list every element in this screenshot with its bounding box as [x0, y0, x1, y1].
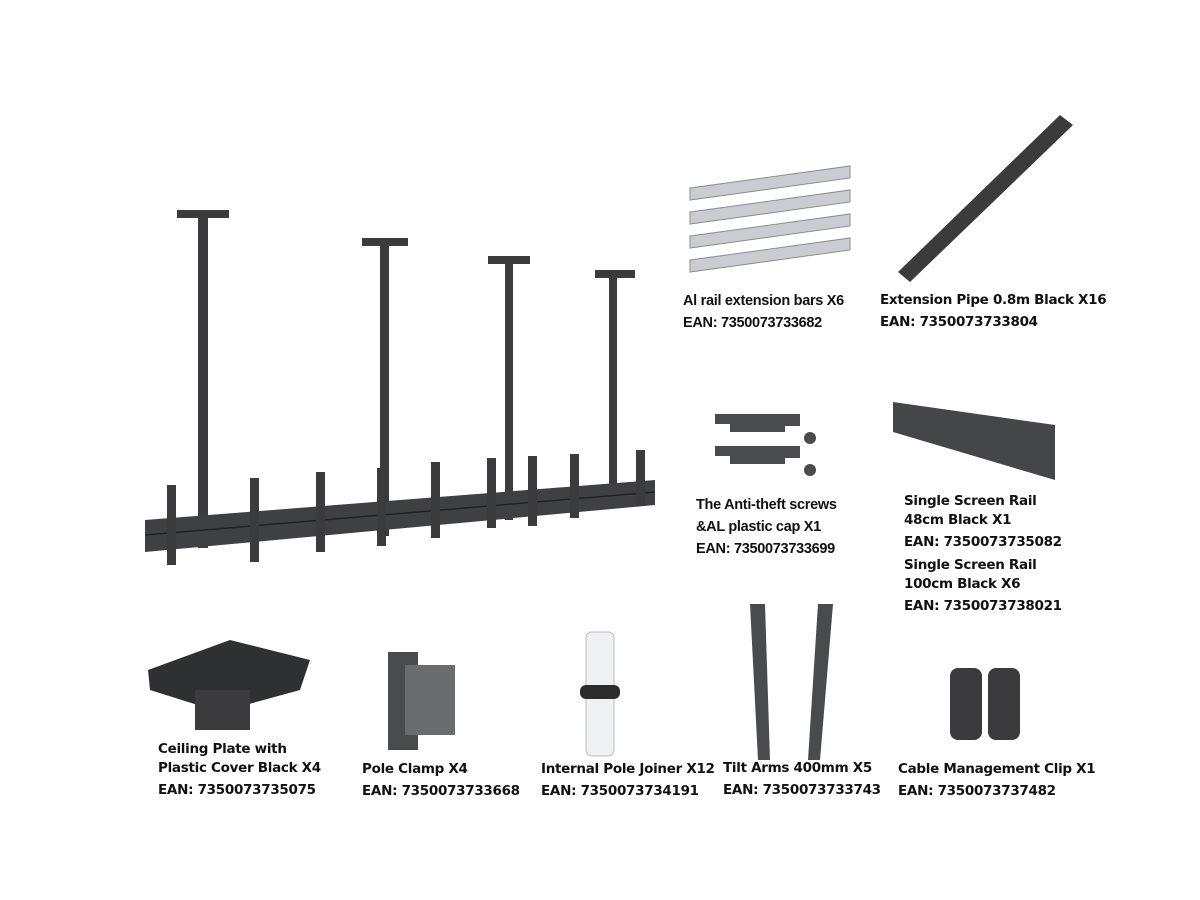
part-name-line: Single Screen Rail [904, 557, 1037, 573]
part-ean: EAN: 7350073735082 [904, 534, 1062, 550]
anti-theft-image [715, 414, 816, 476]
pole-clamp-image [388, 652, 455, 750]
screen-rail-image [893, 402, 1055, 480]
part-ean: EAN: 7350073733682 [683, 315, 822, 331]
ceiling-plate-image [148, 640, 310, 730]
part-ean: EAN: 7350073735075 [158, 782, 316, 798]
screen-rail [145, 480, 655, 552]
part-name-line: 100cm Black X6 [904, 576, 1021, 592]
part-name: Pole Clamp X4 [362, 761, 468, 777]
part-ean: EAN: 7350073737482 [898, 783, 1056, 799]
part-ean: EAN: 7350073733743 [723, 782, 881, 798]
cable-clip-image [950, 668, 1020, 740]
label-rail-48: Single Screen Rail 48cm Black X1 EAN: 73… [904, 492, 1062, 552]
part-name-line: &AL plastic cap X1 [696, 519, 821, 535]
ceiling-poles [177, 210, 635, 548]
part-ean: EAN: 7350073733699 [696, 541, 835, 557]
extension-pipe-image [898, 115, 1073, 282]
label-pole-clamp: Pole Clamp X4 EAN: 7350073733668 [362, 758, 520, 802]
assembled-mount-image [144, 210, 656, 565]
al-rail-image [689, 165, 851, 273]
label-ext-pipe: Extension Pipe 0.8m Black X16 EAN: 73500… [880, 289, 1107, 333]
label-ceiling-plate: Ceiling Plate with Plastic Cover Black X… [158, 740, 321, 800]
tilt-arms-mounted [167, 450, 645, 565]
part-ean: EAN: 7350073738021 [904, 598, 1062, 614]
label-rail-100: Single Screen Rail 100cm Black X6 EAN: 7… [904, 556, 1062, 616]
part-name-line: Ceiling Plate with [158, 741, 287, 757]
label-pole-joiner: Internal Pole Joiner X12 EAN: 7350073734… [541, 758, 715, 802]
label-al-rail: Al rail extension bars X6 EAN: 735007373… [683, 290, 844, 334]
part-ean: EAN: 7350073734191 [541, 783, 699, 799]
part-name: Extension Pipe 0.8m Black X16 [880, 292, 1107, 308]
part-name: Al rail extension bars X6 [683, 293, 844, 309]
part-ean: EAN: 7350073733804 [880, 314, 1038, 330]
part-ean: EAN: 7350073733668 [362, 783, 520, 799]
part-name-line: 48cm Black X1 [904, 512, 1012, 528]
label-anti-theft: The Anti-theft screws &AL plastic cap X1… [696, 494, 837, 560]
part-name: Tilt Arms 400mm X5 [723, 760, 872, 776]
part-name: Internal Pole Joiner X12 [541, 761, 715, 777]
pole-joiner-image [580, 631, 620, 757]
part-name-line: Single Screen Rail [904, 493, 1037, 509]
label-tilt-arms: Tilt Arms 400mm X5 EAN: 7350073733743 [723, 757, 881, 801]
tilt-arms-image [750, 604, 833, 760]
part-name-line: Plastic Cover Black X4 [158, 760, 321, 776]
part-name-line: The Anti-theft screws [696, 497, 837, 513]
part-name: Cable Management Clip X1 [898, 761, 1096, 777]
label-cable-clip: Cable Management Clip X1 EAN: 7350073737… [898, 758, 1096, 802]
